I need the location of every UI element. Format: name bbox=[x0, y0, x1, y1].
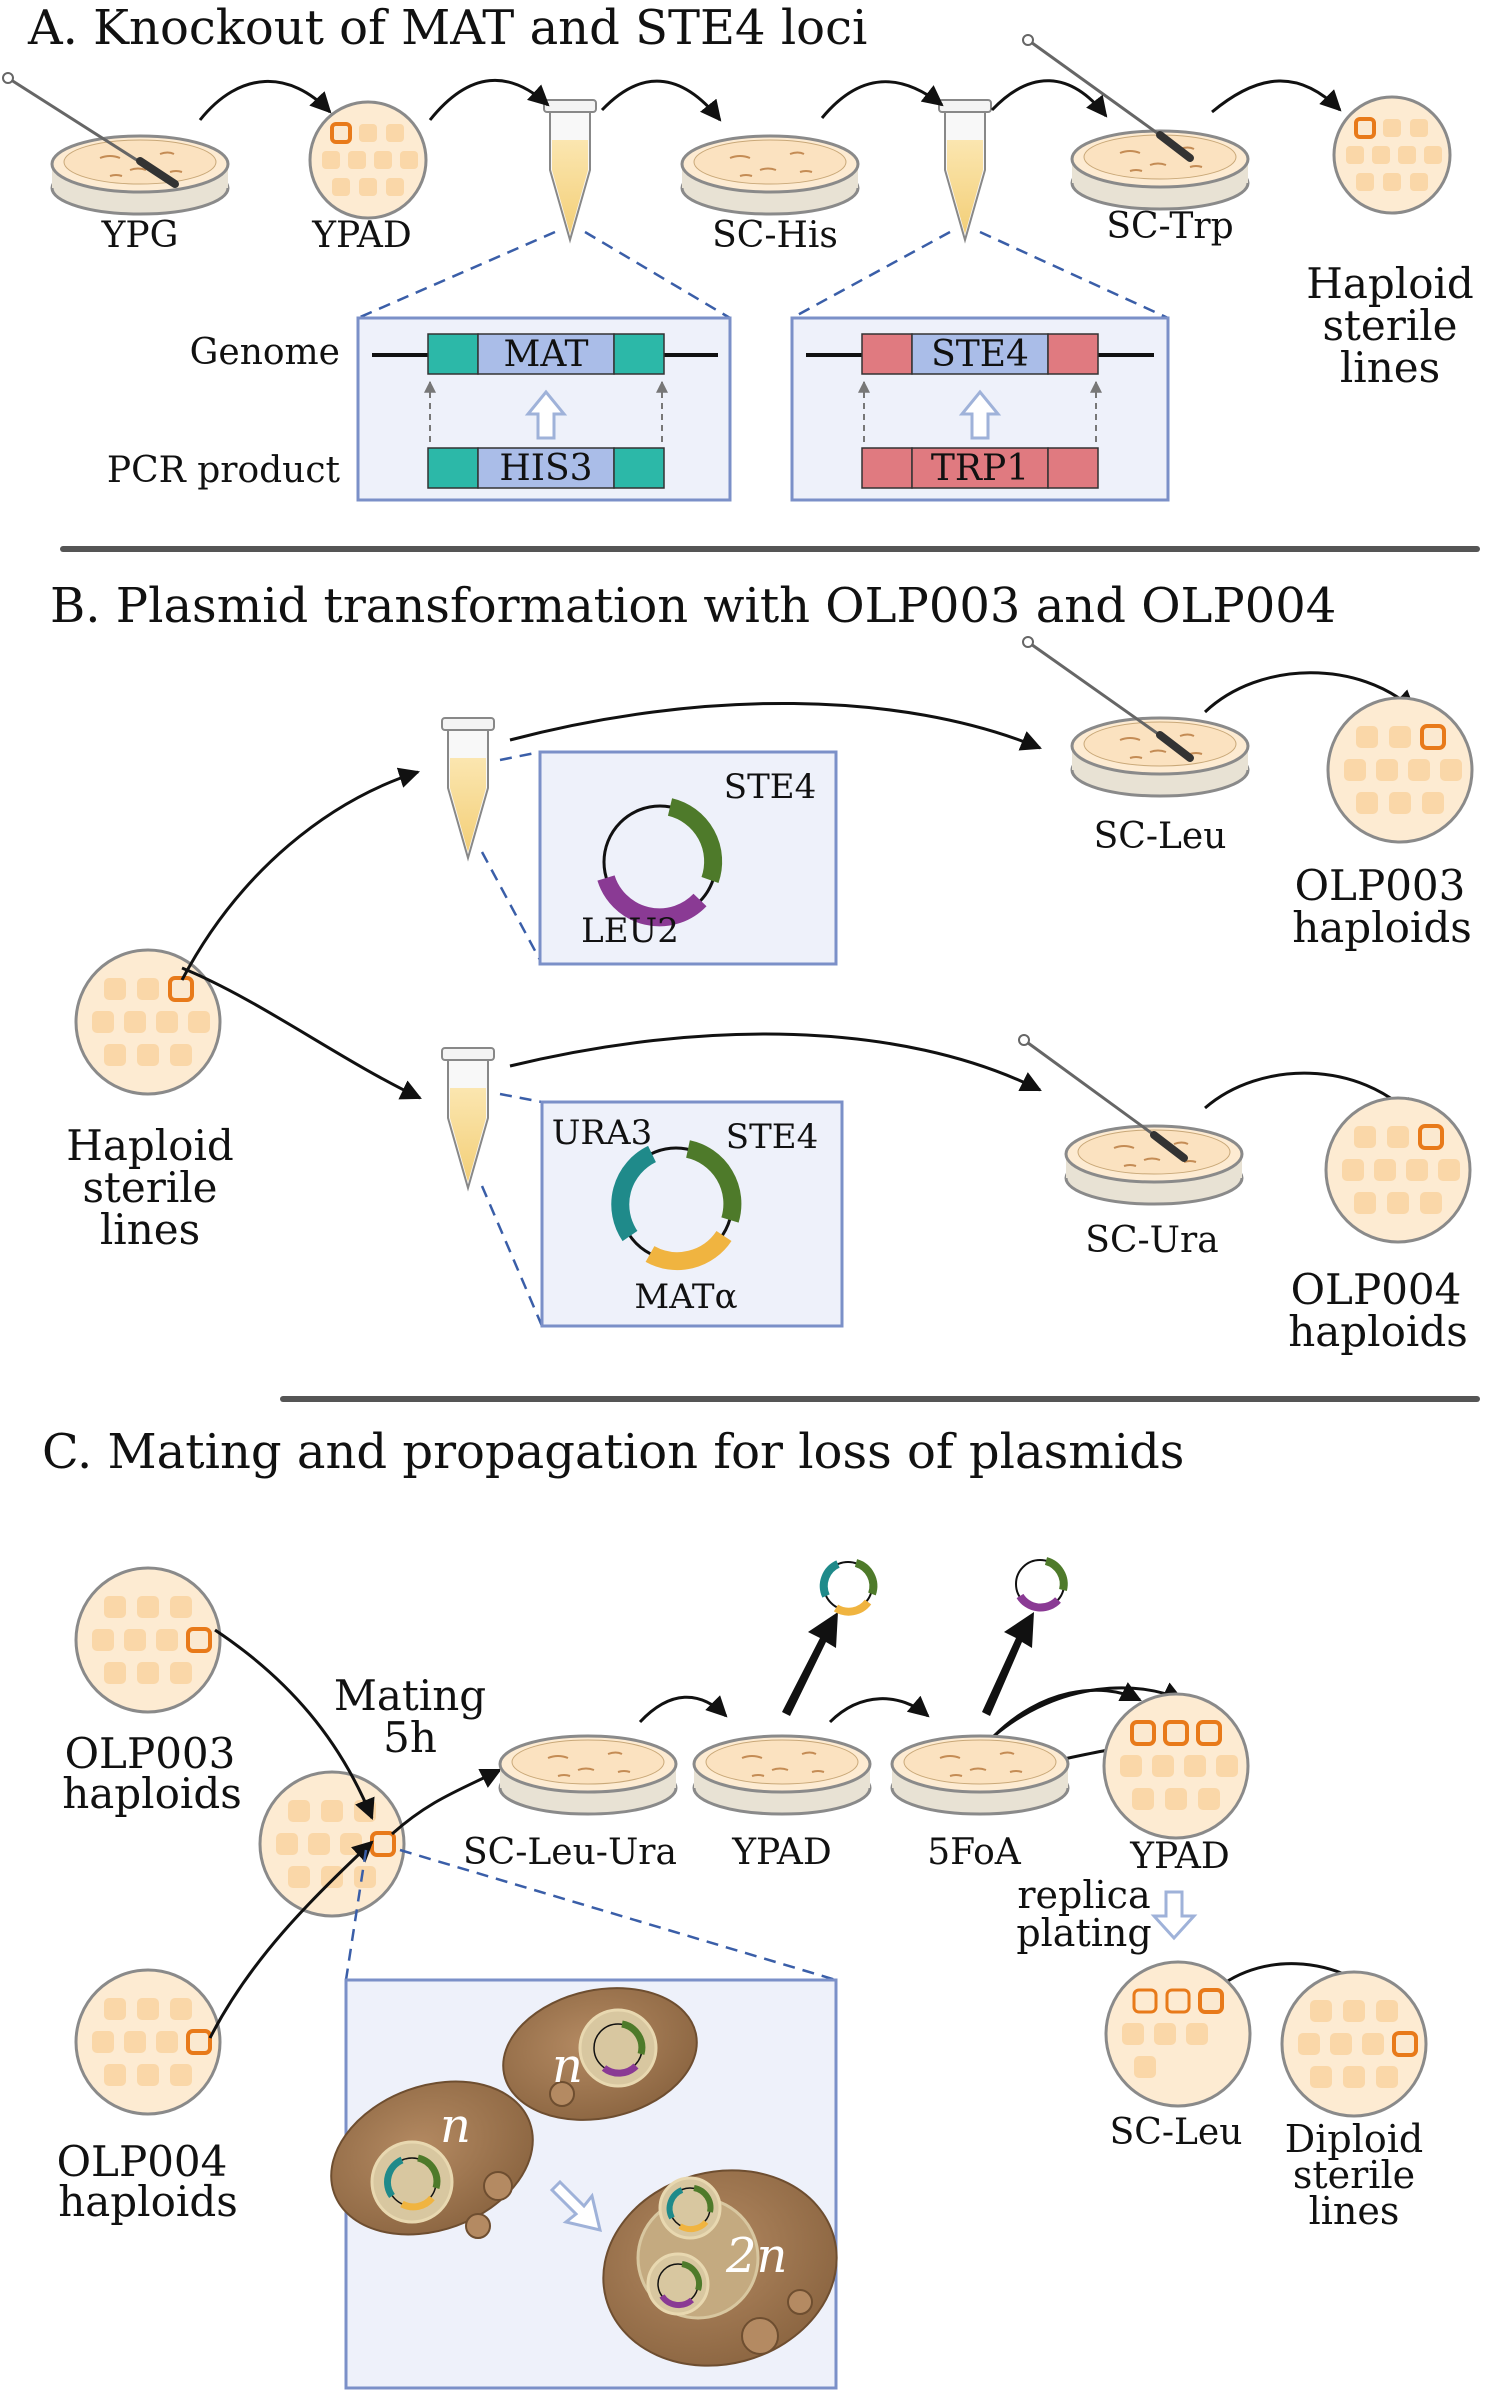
petri-dish-sc-ura bbox=[1064, 1124, 1244, 1206]
colony-plate-olp004 bbox=[1324, 1096, 1472, 1244]
microtube-icon bbox=[441, 717, 495, 862]
plasmid1-label-leu2: LEU2 bbox=[581, 911, 679, 951]
result-label-a-line1: Haploid bbox=[1306, 259, 1474, 308]
plate-label-ypad: YPAD bbox=[311, 215, 412, 256]
gene-label-trp1: TRP1 bbox=[931, 448, 1029, 489]
plate-label-ypad-c2: YPAD bbox=[1129, 1836, 1230, 1877]
zoom-lines-c bbox=[344, 1848, 837, 1982]
section-a-title: A. Knockout of MAT and STE4 loci bbox=[27, 0, 867, 56]
colony-plate-olp003-parent bbox=[74, 1566, 222, 1714]
parent2-label-line2: haploids bbox=[58, 2177, 238, 2226]
plasmid2-label-matalpha: MATα bbox=[634, 1277, 737, 1317]
input-label-line1: Haploid bbox=[66, 1121, 234, 1170]
colony-plate-mating bbox=[258, 1770, 406, 1918]
row-label-genome: Genome bbox=[190, 332, 340, 373]
plate-label-sc-ura: SC-Ura bbox=[1085, 1220, 1218, 1261]
plate-label-sc-trp: SC-Trp bbox=[1106, 206, 1233, 247]
ploidy-label-n-top: n bbox=[552, 2038, 583, 2094]
colony-plate-diploid bbox=[1280, 1970, 1428, 2118]
plate-label-ypg: YPG bbox=[101, 215, 179, 256]
gene-label-ste4: STE4 bbox=[931, 334, 1029, 375]
input-label-line2: sterile bbox=[82, 1163, 217, 1212]
petri-dish-sc-leu-ura bbox=[498, 1734, 678, 1816]
result-label-c-line3: lines bbox=[1309, 2189, 1400, 2233]
colony-plate-ypad-c2 bbox=[1102, 1692, 1250, 1840]
petri-dish-ypad-c bbox=[692, 1734, 872, 1816]
colony-plate-olp004-parent bbox=[74, 1968, 222, 2116]
plate-label-ypad-c1: YPAD bbox=[731, 1832, 832, 1873]
colony-plate-sc-leu-check bbox=[1104, 1960, 1252, 2108]
haploid-cell-olp003 bbox=[502, 1987, 698, 2121]
zoom-lines-a bbox=[357, 230, 1169, 320]
section-divider bbox=[60, 546, 1480, 552]
inoculation-loop-icon bbox=[2, 72, 179, 188]
petri-dish-sc-his bbox=[680, 134, 860, 216]
petri-dish-sc-trp bbox=[1070, 129, 1250, 211]
gene-label-his3: HIS3 bbox=[499, 448, 592, 489]
lost-plasmid-olp004-icon bbox=[819, 1559, 878, 1616]
plate-label-sc-leu-ura: SC-Leu-Ura bbox=[463, 1832, 677, 1873]
input-label-line3: lines bbox=[100, 1205, 200, 1254]
result-label-a-line3: lines bbox=[1340, 343, 1440, 392]
result-label-olp004-line1: OLP004 bbox=[1291, 1265, 1462, 1314]
plasmid-box-olp003 bbox=[538, 750, 838, 966]
row-label-pcr-product: PCR product bbox=[107, 450, 341, 491]
section-b-title: B. Plasmid transformation with OLP003 an… bbox=[50, 578, 1336, 634]
section-divider bbox=[280, 1396, 1480, 1402]
microtube-icon bbox=[938, 99, 992, 244]
ploidy-label-n-left: n bbox=[440, 2098, 471, 2154]
replica-label-line2: plating bbox=[1016, 1911, 1151, 1955]
parent1-label-line2: haploids bbox=[62, 1769, 242, 1818]
colony-plate-result-a bbox=[1332, 95, 1452, 215]
plasmid-loss-arrow bbox=[782, 1612, 838, 1716]
diploid-cell bbox=[602, 2169, 838, 2367]
locus-box-ste4 bbox=[790, 316, 1170, 502]
mating-label-line1: Mating bbox=[334, 1671, 486, 1720]
colony-plate-input-b bbox=[74, 948, 222, 1096]
result-label-a-line2: sterile bbox=[1322, 301, 1457, 350]
result-label-c-line2: sterile bbox=[1293, 2153, 1415, 2197]
plate-label-sc-leu-check: SC-Leu bbox=[1110, 2112, 1243, 2153]
plate-label-sc-his: SC-His bbox=[712, 215, 838, 256]
plate-label-5foa: 5FoA bbox=[927, 1832, 1022, 1873]
petri-dish-5foa bbox=[890, 1734, 1070, 1816]
result-label-olp003-line1: OLP003 bbox=[1295, 861, 1466, 910]
mating-label-line2: 5h bbox=[383, 1713, 437, 1762]
colony-plate-olp003 bbox=[1326, 696, 1474, 844]
parent2-label-line1: OLP004 bbox=[57, 2137, 228, 2186]
inoculation-loop-icon bbox=[1022, 636, 1194, 762]
plate-label-sc-leu: SC-Leu bbox=[1094, 816, 1227, 857]
parent1-label-line1: OLP003 bbox=[65, 1729, 236, 1778]
fusion-arrow-icon bbox=[549, 2179, 603, 2233]
inoculation-loop-icon bbox=[1018, 1034, 1188, 1162]
plasmid1-label-ste4: STE4 bbox=[724, 767, 816, 807]
microtube-icon bbox=[441, 1047, 495, 1192]
plasmid2-label-ura3: URA3 bbox=[552, 1113, 652, 1153]
mating-cells-box bbox=[330, 1978, 838, 2390]
result-label-olp003-line2: haploids bbox=[1292, 903, 1472, 952]
ploidy-label-2n: 2n bbox=[725, 2228, 787, 2284]
haploid-cell-olp004 bbox=[330, 2080, 534, 2239]
flow-arrows-a bbox=[198, 78, 1342, 122]
result-label-olp004-line2: haploids bbox=[1288, 1307, 1468, 1356]
gene-label-mat: MAT bbox=[504, 334, 589, 375]
section-c-title: C. Mating and propagation for loss of pl… bbox=[42, 1424, 1184, 1480]
plasmid-box-olp004 bbox=[540, 1100, 844, 1328]
result-label-c-line1: Diploid bbox=[1285, 2117, 1423, 2161]
colony-plate-ypad bbox=[308, 100, 428, 220]
lost-plasmid-olp003-icon bbox=[1015, 1557, 1068, 1612]
plasmid-loss-arrow bbox=[982, 1612, 1034, 1716]
locus-box-mat bbox=[356, 316, 732, 502]
petri-dish-ypg bbox=[50, 134, 230, 216]
down-arrow-icon bbox=[1150, 1890, 1198, 1941]
zoom-lines-b bbox=[480, 750, 544, 1327]
plasmid2-label-ste4: STE4 bbox=[726, 1117, 818, 1157]
replica-label-line1: replica bbox=[1017, 1873, 1150, 1917]
petri-dish-sc-leu bbox=[1070, 716, 1250, 798]
inoculation-loop-icon bbox=[1022, 34, 1194, 162]
microtube-icon bbox=[543, 99, 597, 244]
